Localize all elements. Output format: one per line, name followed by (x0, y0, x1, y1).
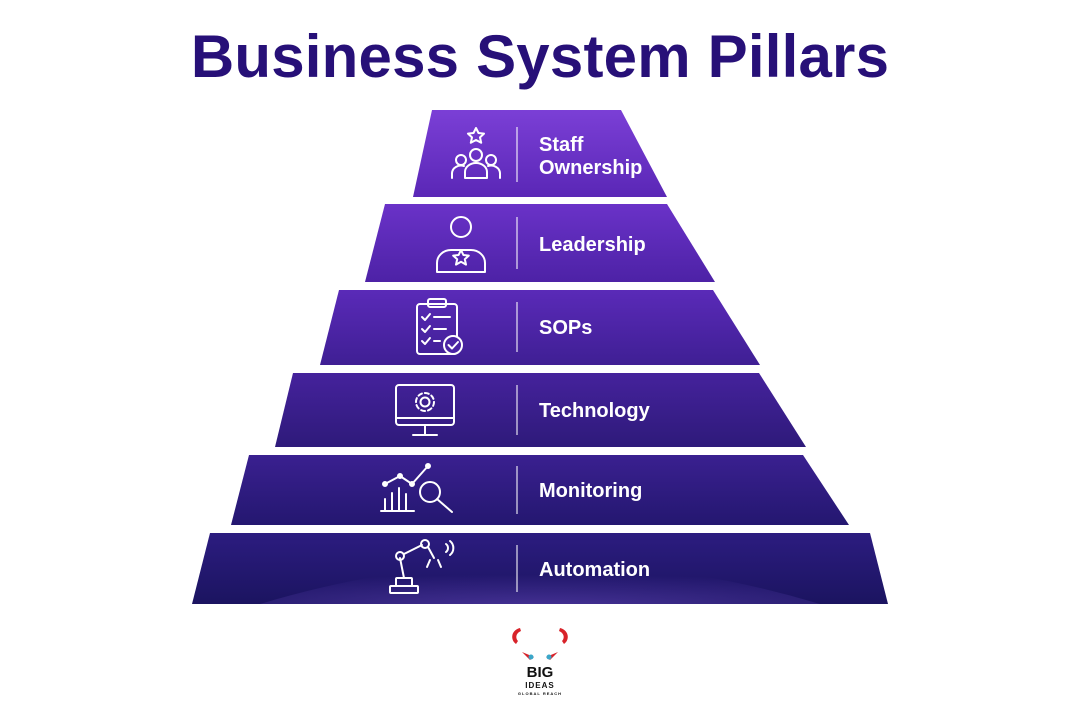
logo-text-big: BIG (526, 664, 554, 681)
logo-text-ideas: IDEAS (525, 681, 555, 690)
tier-4-shape (275, 373, 806, 447)
tier-6: Automation (192, 533, 888, 604)
robot-arm-icon (389, 539, 455, 594)
tier-1-shape (413, 110, 667, 197)
leader-star-icon (436, 216, 486, 273)
tier-3-shape (320, 290, 760, 365)
chart-magnifier-icon (380, 463, 453, 513)
team-star-icon (451, 127, 501, 179)
tier-2-label: Leadership (539, 234, 646, 256)
big-ideas-logo: BIG IDEAS GLOBAL REACH (500, 622, 580, 712)
checklist-clipboard-icon (416, 298, 463, 355)
tier-4-label: Technology (539, 400, 651, 422)
tier-3-label: SOPs (539, 317, 592, 339)
tier-5: Monitoring (231, 455, 849, 525)
page-title: Business System Pillars (190, 23, 890, 90)
tier-6-label: Automation (539, 559, 650, 581)
tier-1-label: Staff (539, 134, 584, 156)
tier-5-label: Monitoring (539, 480, 642, 502)
tier-1-label-line2: Ownership (539, 157, 642, 179)
bull-head-icon (512, 628, 568, 660)
tier-3: SOPs (320, 290, 760, 365)
tier-4: Technology (275, 373, 806, 447)
tier-2: Leadership (365, 204, 715, 282)
monitor-gear-icon (395, 384, 455, 436)
tier-1: Staff Ownership (413, 110, 667, 197)
logo-text-reach: GLOBAL REACH (517, 691, 563, 696)
